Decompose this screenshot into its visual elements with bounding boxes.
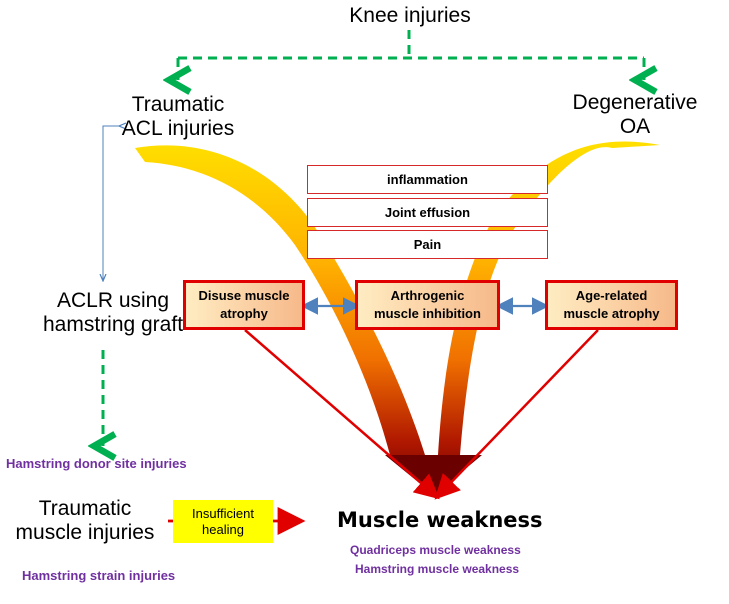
traumatic-muscle-injuries-label: Traumatic muscle injuries bbox=[15, 497, 155, 544]
symptom-inflammation: inflammation bbox=[307, 165, 548, 194]
symptom-joint-effusion: Joint effusion bbox=[307, 198, 548, 227]
hamstring-strain-label: Hamstring strain injuries bbox=[22, 568, 176, 583]
quadriceps-weakness-label: Quadriceps muscle weakness bbox=[350, 543, 521, 557]
symptom-pain: Pain bbox=[307, 230, 548, 259]
donor-site-injuries-label: Hamstring donor site injuries bbox=[6, 456, 187, 471]
degenerative-oa-label: Degenerative OA bbox=[572, 91, 698, 138]
muscle-weakness-title: Muscle weakness bbox=[337, 508, 543, 532]
disuse-to-weakness-arrow bbox=[244, 329, 440, 500]
age-to-weakness-arrow bbox=[434, 329, 599, 500]
left-flow-shape bbox=[135, 145, 425, 456]
traumatic-acl-label: Traumatic ACL injuries bbox=[121, 93, 235, 140]
acl-to-aclr-arrow bbox=[103, 126, 120, 280]
knee-injuries-title: Knee injuries bbox=[349, 4, 471, 27]
aclr-label: ACLR using hamstring graft bbox=[42, 289, 184, 336]
green-dashed-connectors bbox=[103, 30, 644, 446]
hamstring-weakness-label: Hamstring muscle weakness bbox=[355, 562, 520, 576]
merged-arrowhead bbox=[385, 455, 482, 495]
